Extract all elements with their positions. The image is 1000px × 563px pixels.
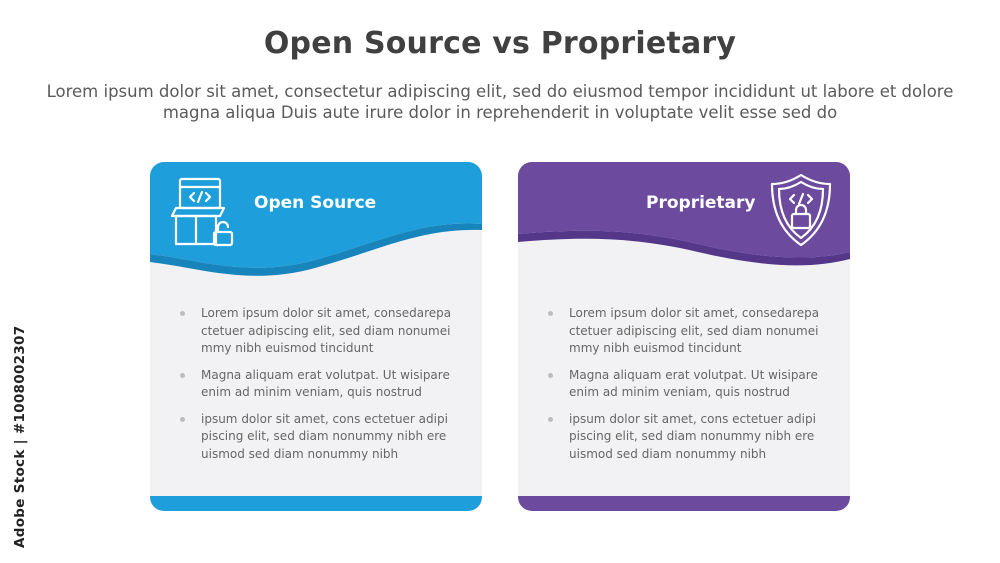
bullet-text: Magna aliquam erat volutpat. Ut wisipare… <box>569 367 818 400</box>
bullet-text: ipsum dolor sit amet, cons ectetuer adip… <box>201 411 448 461</box>
proprietary-card: Proprietary Lorem ipsum dolor sit amet, … <box>518 162 850 511</box>
bullet-text: Lorem ipsum dolor sit amet, consedarepa … <box>201 306 452 355</box>
page-title: Open Source vs Proprietary <box>263 26 737 61</box>
list-item: ipsum dolor sit amet, cons ectetuer adip… <box>548 411 830 464</box>
bullet-dot <box>180 311 185 316</box>
code-box-unlock-icon <box>170 177 234 247</box>
bullet-text: ipsum dolor sit amet, cons ectetuer adip… <box>569 411 816 461</box>
proprietary-card-background <box>518 162 850 511</box>
open-source-wave-shadow <box>150 223 482 276</box>
proprietary-bullet-list: Lorem ipsum dolor sit amet, consedarepa … <box>548 305 830 472</box>
open-source-card-title: Open Source <box>254 193 377 213</box>
open-source-footer-bar <box>150 496 482 511</box>
bullet-text: Lorem ipsum dolor sit amet, consedarepa … <box>569 306 820 355</box>
proprietary-wave-shadow <box>518 230 850 266</box>
open-source-card: Open Source Lorem ipsum dolor sit amet, … <box>150 162 482 511</box>
stock-id-watermark: Adobe Stock | #1008002307 <box>12 325 28 548</box>
list-item: ipsum dolor sit amet, cons ectetuer adip… <box>180 411 462 464</box>
bullet-dot <box>180 372 185 378</box>
proprietary-card-title: Proprietary <box>646 193 756 213</box>
bullet-dot <box>180 416 185 422</box>
list-item: Lorem ipsum dolor sit amet, consedarepa … <box>548 305 830 358</box>
bullet-dot <box>548 372 553 378</box>
bullet-dot <box>548 311 553 316</box>
list-item: Lorem ipsum dolor sit amet, consedarepa … <box>180 305 462 358</box>
page-subtitle: Lorem ipsum dolor sit amet, consectetur … <box>46 82 954 122</box>
open-source-bullet-list: Lorem ipsum dolor sit amet, consedarepa … <box>180 305 462 472</box>
bullet-dot <box>548 416 553 422</box>
shield-code-lock-icon <box>770 173 832 247</box>
proprietary-footer-bar <box>518 496 850 511</box>
list-item: Magna aliquam erat volutpat. Ut wisipare… <box>548 367 830 402</box>
list-item: Magna aliquam erat volutpat. Ut wisipare… <box>180 367 462 402</box>
proprietary-header-wave <box>518 162 850 258</box>
bullet-text: Magna aliquam erat volutpat. Ut wisipare… <box>201 367 450 400</box>
